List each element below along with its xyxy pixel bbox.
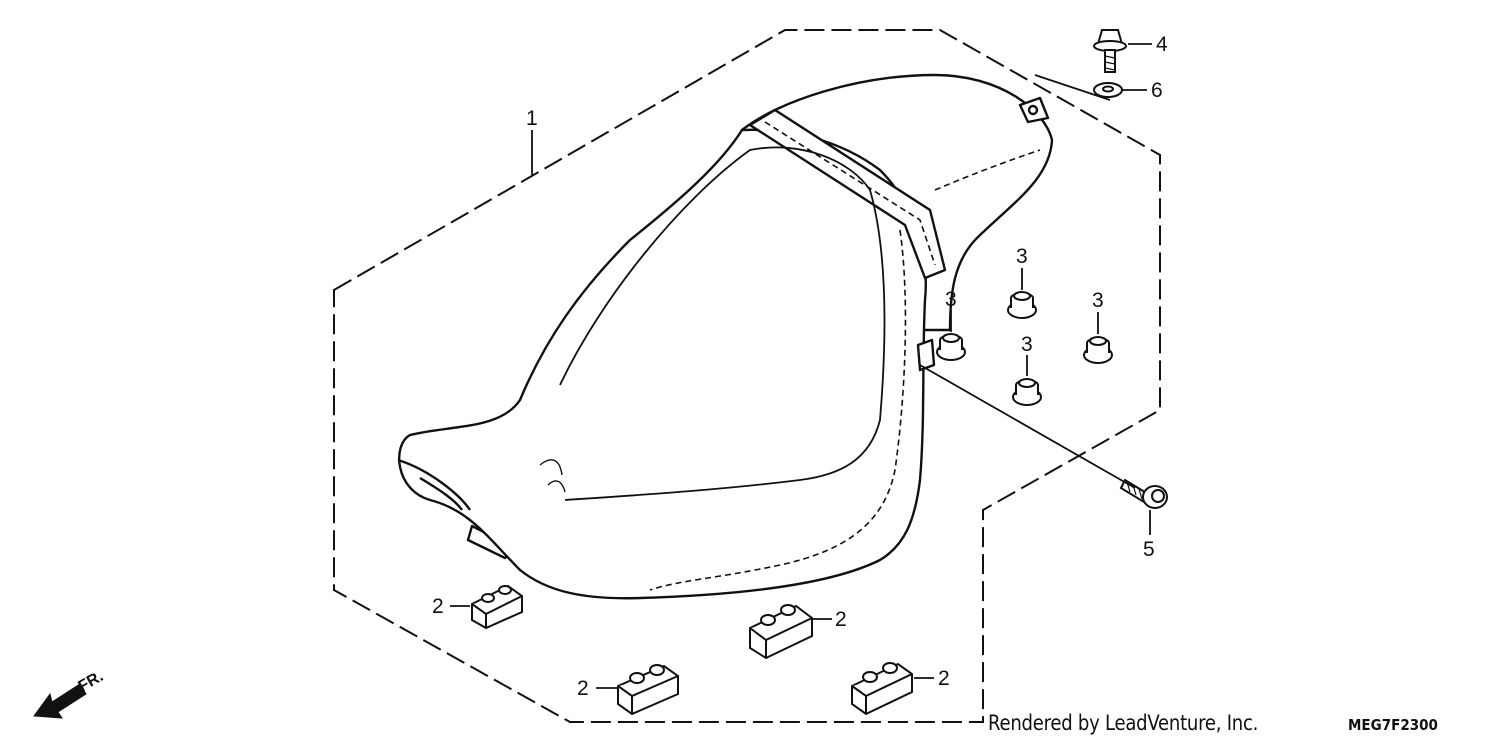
- callout-rubber-block-b: 2: [835, 608, 847, 631]
- screw-5[interactable]: [1119, 478, 1168, 509]
- callout-grommet-b: 3: [1016, 245, 1028, 268]
- callout-rubber-block-d: 2: [938, 667, 950, 690]
- rubber-block-4: [851, 662, 913, 716]
- strap-stitching: [764, 121, 936, 266]
- callout-grommet-a: 3: [945, 288, 957, 311]
- rubber-block-3: [617, 664, 679, 716]
- callout-seat: 1: [526, 107, 538, 130]
- callout-bolt: 4: [1156, 33, 1168, 56]
- callout-screw: 5: [1143, 538, 1155, 561]
- seat-rear-tab-hole: [1027, 104, 1039, 116]
- callout-grommet-d: 3: [1021, 333, 1033, 356]
- seat-rider-panel: [559, 146, 886, 501]
- rubber-block-1: [471, 584, 523, 630]
- callout-rubber-block-c: 2: [577, 677, 589, 700]
- washer-6: [1093, 82, 1123, 98]
- front-arrow-icon: [33, 683, 87, 719]
- bolt-and-washer[interactable]: [1093, 29, 1127, 98]
- grommets[interactable]: [936, 291, 1113, 406]
- seat-wrinkles: [539, 459, 566, 493]
- footer-credit: Rendered by LeadVenture, Inc.: [988, 711, 1259, 735]
- rear-pad-stitching: [934, 149, 1041, 191]
- grommet-1: [936, 333, 966, 361]
- rubber-block-2: [749, 604, 813, 660]
- seat-strap: [748, 108, 947, 280]
- grommet-3: [1083, 336, 1113, 364]
- callout-grommet-c: 3: [1092, 289, 1104, 312]
- callout-rubber-block-a: 2: [432, 595, 444, 618]
- rubber-blocks[interactable]: [471, 584, 913, 716]
- grommet-4: [1012, 378, 1042, 406]
- grommet-2: [1007, 291, 1037, 319]
- leader-lines: [450, 43, 1152, 689]
- seat-main-body: [398, 128, 927, 600]
- front-direction-indicator: FR.: [33, 668, 106, 719]
- seat-assembly[interactable]: [397, 73, 1054, 600]
- seat-front-lip: [397, 458, 471, 511]
- callout-washer: 6: [1151, 79, 1163, 102]
- seat-side-tab: [916, 338, 936, 372]
- diagram-code: MEG7F2300: [1348, 716, 1438, 734]
- assembly-outline: [333, 29, 1161, 723]
- seat-side-stitching: [649, 229, 907, 591]
- bolt-4: [1093, 29, 1127, 73]
